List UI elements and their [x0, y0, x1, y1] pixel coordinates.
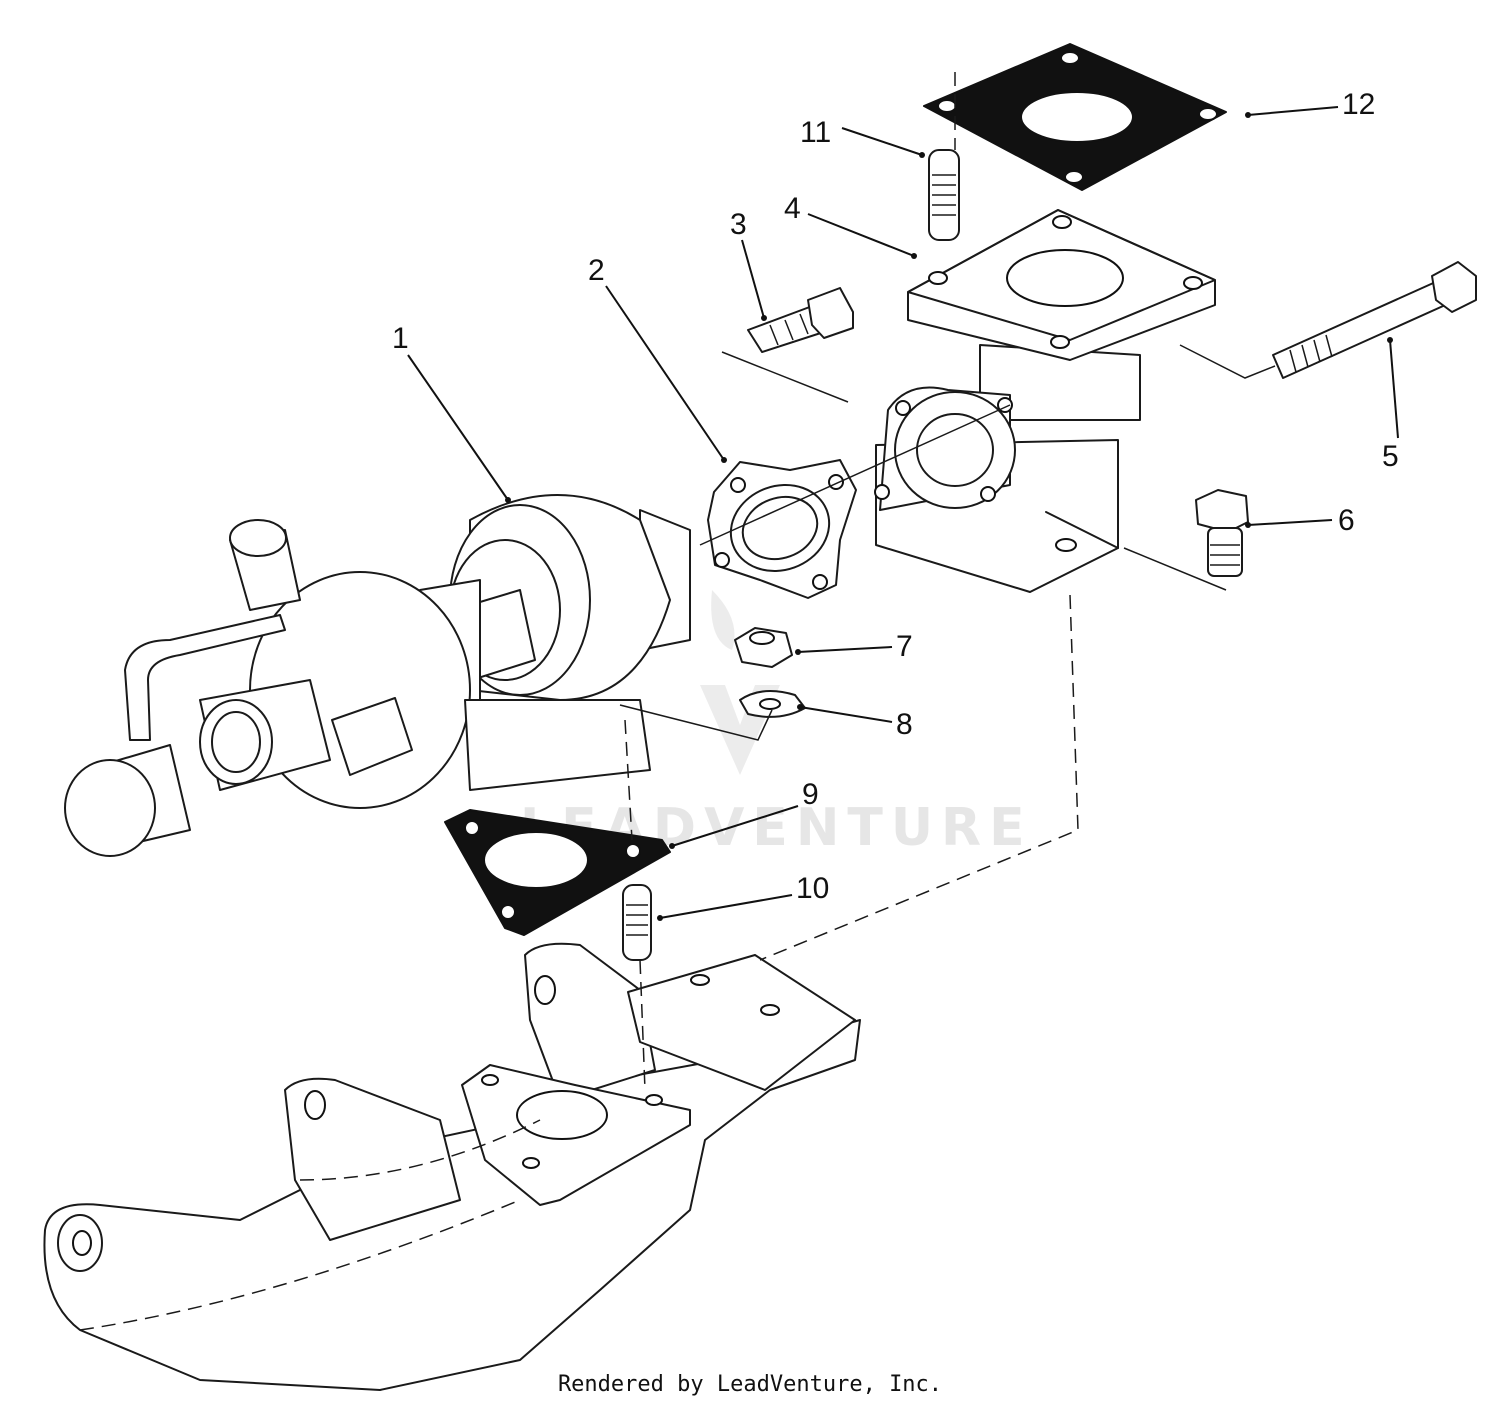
callout-11: 11: [800, 116, 925, 158]
part-3-bolt[interactable]: [747, 287, 854, 353]
callout-label-10: 10: [796, 872, 829, 905]
callout-label-8: 8: [896, 708, 913, 741]
part-6-hex-bolt[interactable]: [1195, 489, 1249, 577]
callout-2: 2: [588, 254, 727, 463]
callout-label-7: 7: [896, 630, 913, 663]
callout-label-6: 6: [1338, 504, 1355, 537]
callout-label-4: 4: [784, 192, 801, 225]
part-4-adapter-elbow[interactable]: [874, 209, 1216, 593]
part-10-stud[interactable]: [622, 884, 652, 961]
callout-7: 7: [795, 630, 913, 663]
callout-6: 6: [1245, 504, 1355, 537]
callout-label-2: 2: [588, 254, 605, 287]
exhaust-manifold: [43, 942, 861, 1391]
callout-3: 3: [730, 208, 767, 321]
part-8-lock-washer[interactable]: [739, 690, 806, 718]
part-7-nut[interactable]: [734, 627, 793, 668]
callout-1: 1: [392, 322, 511, 503]
part-1-turbocharger[interactable]: [64, 494, 691, 857]
callout-label-11: 11: [800, 116, 831, 149]
callout-label-3: 3: [730, 208, 747, 241]
footer-credit: Rendered by LeadVenture, Inc.: [557, 1372, 943, 1397]
part-12-square-gasket[interactable]: [923, 43, 1227, 191]
callout-label-12: 12: [1342, 88, 1375, 121]
callout-12: 12: [1245, 88, 1375, 121]
alignment-lines: [619, 72, 1276, 1091]
part-2-flange-gasket[interactable]: [707, 459, 857, 599]
callout-label-5: 5: [1382, 440, 1399, 473]
callout-4: 4: [784, 192, 917, 259]
callout-8: 8: [797, 704, 913, 741]
part-11-stud[interactable]: [928, 149, 960, 241]
callout-5: 5: [1382, 337, 1399, 473]
part-5-long-bolt[interactable]: [1272, 261, 1477, 379]
part-9-triangle-gasket[interactable]: [444, 809, 671, 936]
callout-label-9: 9: [802, 778, 819, 811]
callout-label-1: 1: [392, 322, 409, 355]
callout-10: 10: [657, 872, 829, 921]
callout-9: 9: [669, 778, 819, 849]
